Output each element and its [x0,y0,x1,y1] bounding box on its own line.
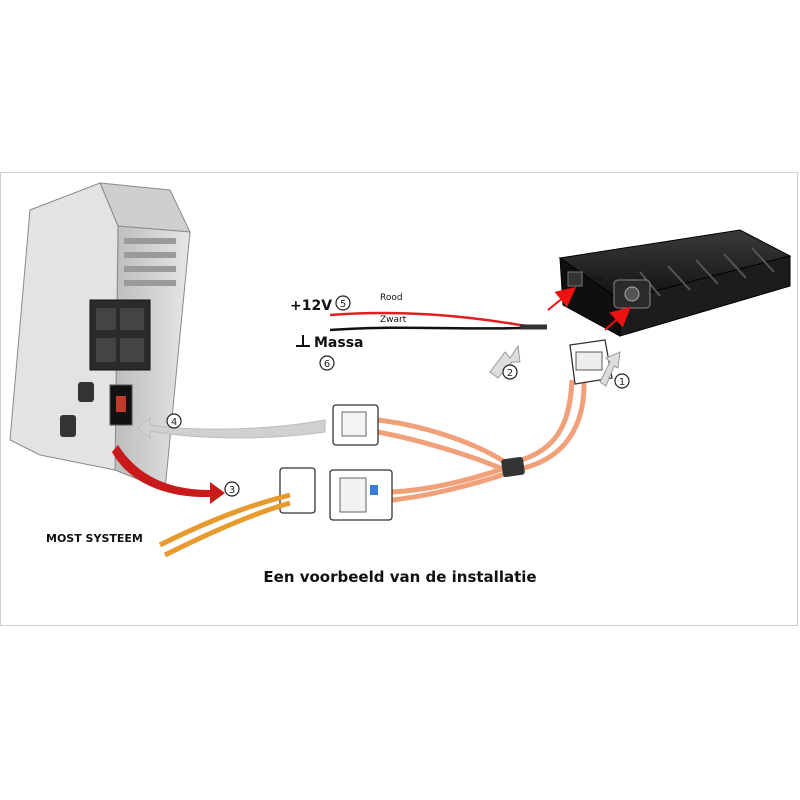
radio-unit [9,182,191,491]
label-zwart: Zwart [380,315,407,325]
label-massa: Massa [314,335,364,351]
step-1: 1 [614,373,630,389]
hollow-arrow-step-2 [489,344,521,379]
power-wires [329,311,547,332]
red-arrow-step-3 [112,445,225,504]
svg-text:4: 4 [171,417,177,428]
label-rood: Rood [380,293,403,303]
caption: Een voorbeeld van de installatie [263,568,536,586]
fiber-harness [377,379,587,503]
svg-text:2: 2 [507,368,513,379]
step-2: 2 [502,364,518,380]
device-tag: TUOR [589,276,605,282]
most-cable [158,492,291,558]
svg-text:5: 5 [340,299,346,310]
splice-sleeve [501,456,525,478]
label-12v: +12V [290,298,332,314]
ground-symbol [296,335,310,347]
device-power-socket [567,271,583,287]
svg-text:1: 1 [619,377,625,388]
gray-arrow-step-4 [137,416,326,440]
step-4: 4 [166,413,182,429]
step-3: 3 [224,481,240,497]
device-fiber-connector [569,339,613,385]
interface-device: TUOR [558,229,792,337]
connector-4 [332,404,379,446]
svg-text:3: 3 [229,485,235,496]
step-6: 6 [319,355,335,371]
step-5: 5 [335,295,351,311]
radio-small-connector [78,382,94,402]
diagram-frame [0,172,798,626]
arrow-most-insert [604,306,631,331]
radio-vents [124,238,176,286]
hollow-arrow-step-1 [599,351,621,387]
arrow-power-insert [547,286,577,311]
svg-text:6: 6 [324,359,330,370]
connector-3-pair [279,467,393,521]
label-most-system: MOST SYSTEEM [46,532,143,545]
